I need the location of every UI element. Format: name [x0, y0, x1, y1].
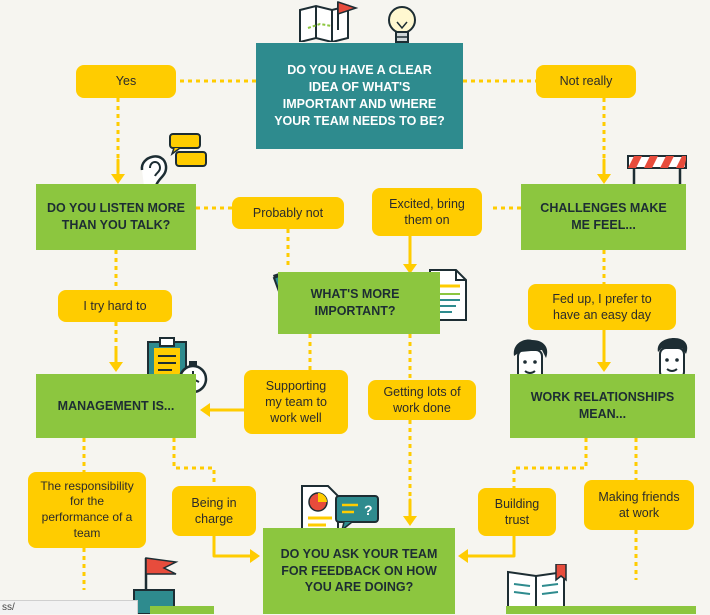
- answer-supporting: Supporting my team to work well: [244, 370, 348, 434]
- question-relationships: WORK RELATIONSHIPS MEAN...: [510, 374, 695, 438]
- browser-status-bar: ss/: [0, 600, 138, 614]
- question-management: MANAGEMENT IS...: [36, 374, 196, 438]
- answer-yes: Yes: [76, 65, 176, 98]
- question-important: WHAT'S MORE IMPORTANT?: [278, 272, 440, 334]
- question-bottom-left: [150, 606, 214, 614]
- answer-excited: Excited, bring them on: [372, 188, 482, 236]
- question-challenges: CHALLENGES MAKE ME FEEL...: [521, 184, 686, 250]
- answer-fed-up: Fed up, I prefer to have an easy day: [528, 284, 676, 330]
- answer-building-trust: Building trust: [478, 488, 556, 536]
- answer-not-really: Not really: [536, 65, 636, 98]
- face-icon: [657, 338, 688, 379]
- flag-icon: [133, 557, 179, 614]
- answer-lots-done: Getting lots of work done: [368, 380, 476, 420]
- question-listen: DO YOU LISTEN MORE THAN YOU TALK?: [36, 184, 196, 250]
- lightbulb-icon: [388, 6, 416, 43]
- answer-try-hard: I try hard to: [58, 290, 172, 322]
- svg-text:?: ?: [364, 502, 373, 518]
- answer-making-friends: Making friends at work: [584, 480, 694, 530]
- question-start: DO YOU HAVE A CLEAR IDEA OF WHAT'S IMPOR…: [256, 43, 463, 149]
- answer-responsibility: The responsibility for the performance o…: [28, 472, 146, 548]
- answer-in-charge: Being in charge: [172, 486, 256, 536]
- map-flag-icon: [299, 0, 359, 42]
- answer-probably-not: Probably not: [232, 197, 344, 229]
- question-bottom-right: [506, 606, 696, 614]
- chat-icon: ?: [335, 495, 379, 532]
- face-icon: [513, 339, 548, 381]
- question-feedback: DO YOU ASK YOUR TEAM FOR FEEDBACK ON HOW…: [263, 528, 455, 614]
- speech-bubble-icon: [169, 133, 207, 167]
